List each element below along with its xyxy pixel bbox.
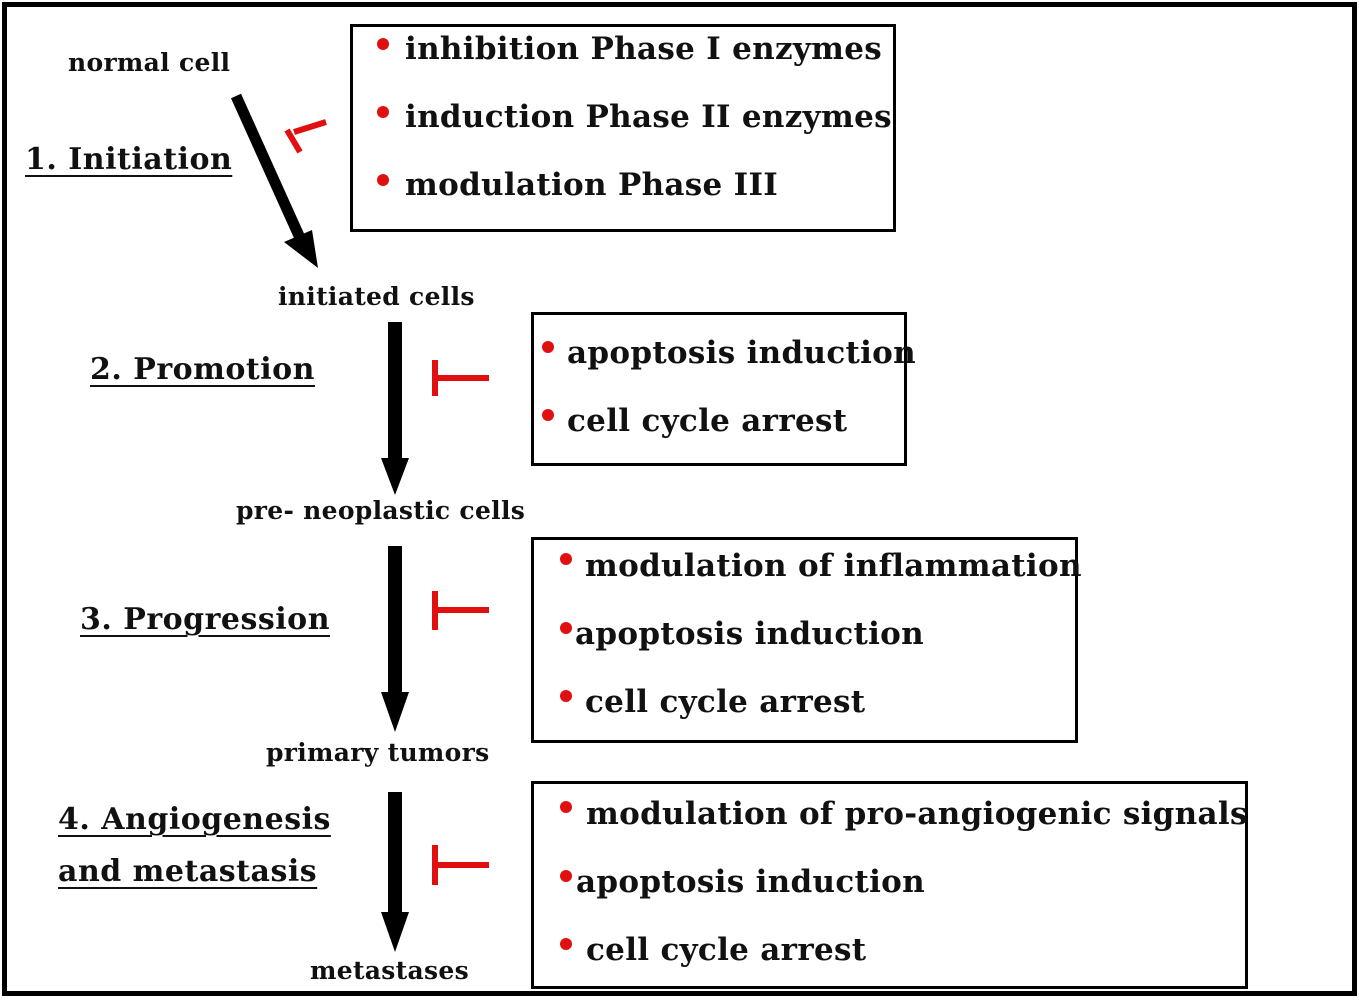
bullet-icon (560, 553, 572, 565)
bullet-icon (560, 690, 572, 702)
bullet-icon (542, 341, 554, 353)
mechanism-item: apoptosis induction (567, 335, 917, 371)
arrow-initiation (230, 93, 306, 241)
arrow-progression (388, 546, 402, 696)
arrowhead-initiation (284, 230, 318, 268)
box-progression-mechanisms: modulation of inflammation apoptosis ind… (531, 537, 1081, 743)
mechanism-item: modulation of pro-angiogenic signals (586, 796, 1248, 832)
mechanism-item: inhibition Phase I enzymes (405, 31, 883, 67)
arrow-promotion (388, 322, 402, 462)
bullet-icon (560, 938, 572, 950)
arrowhead-progression (381, 692, 409, 732)
node-initiated-cells: initiated cells (278, 282, 475, 311)
inhibit-symbol-initiation (284, 119, 327, 154)
stage-promotion: 2. Promotion (90, 352, 315, 387)
inhibit-symbol-promotion (432, 360, 489, 396)
mechanism-item: modulation Phase III (405, 167, 779, 203)
box-initiation-mechanisms: inhibition Phase I enzymes induction Pha… (350, 24, 896, 232)
box-angiogenesis-mechanisms: modulation of pro-angiogenic signals apo… (531, 781, 1248, 989)
node-primary-tumors: primary tumors (266, 738, 490, 767)
node-normal-cell: normal cell (68, 48, 231, 77)
arrowhead-angiogenesis (381, 912, 409, 952)
mechanism-item: cell cycle arrest (567, 403, 848, 439)
bullet-icon (377, 106, 389, 118)
inhibit-symbol-progression (432, 591, 489, 630)
mechanism-item: apoptosis induction (576, 864, 926, 900)
box-promotion-mechanisms: apoptosis induction cell cycle arrest (531, 312, 916, 466)
stage-angiogenesis-line1: 4. Angiogenesis (58, 802, 331, 837)
mechanism-item: cell cycle arrest (585, 684, 866, 720)
stage-progression: 3. Progression (80, 602, 331, 637)
mechanism-item: modulation of inflammation (585, 548, 1082, 584)
stage-initiation: 1. Initiation (25, 142, 233, 177)
stage-angiogenesis-line2: and metastasis (58, 854, 318, 889)
mechanism-item: induction Phase II enzymes (405, 99, 892, 135)
arrow-angiogenesis (388, 792, 402, 916)
inhibit-symbol-angiogenesis (432, 845, 489, 885)
bullet-icon (377, 38, 389, 50)
mechanism-item: cell cycle arrest (586, 932, 867, 968)
arrowhead-promotion (381, 458, 409, 495)
bullet-icon (560, 622, 572, 634)
mechanism-item: apoptosis induction (575, 616, 925, 652)
bullet-icon (377, 174, 389, 186)
bullet-icon (560, 870, 572, 882)
node-preneoplastic-cells: pre- neoplastic cells (236, 496, 526, 525)
bullet-icon (560, 801, 572, 813)
node-metastases: metastases (310, 956, 469, 985)
bullet-icon (542, 409, 554, 421)
